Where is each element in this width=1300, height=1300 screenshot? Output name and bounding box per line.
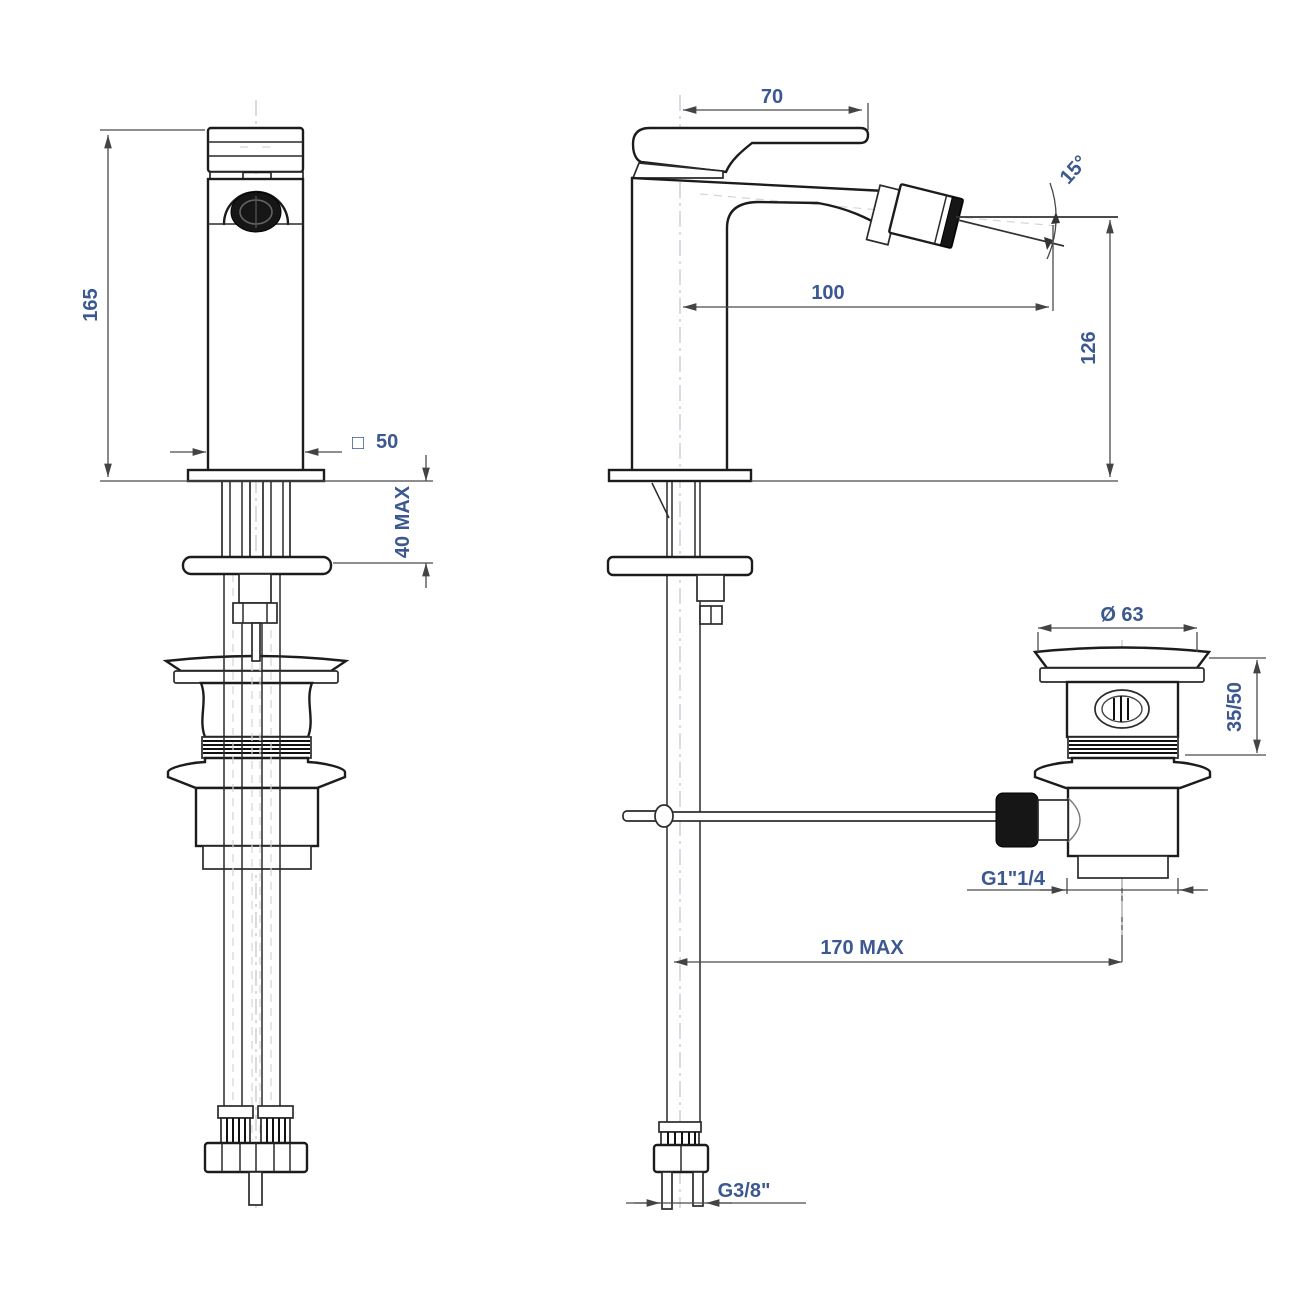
popup-knob — [995, 792, 1039, 848]
dim-spout-reach-label: 100 — [811, 282, 844, 304]
front-faucet-body — [186, 126, 326, 483]
spout-axis-centerline — [699, 193, 1059, 227]
front-supply-pipes — [223, 557, 281, 1140]
front-mounting-hardware — [181, 480, 333, 662]
side-dimensions: 70 15° 100 126 170 MAX G3/8" — [626, 86, 1123, 1207]
dim-height-label: 165 — [80, 288, 102, 321]
thread-waste-label: G1"1/4 — [981, 868, 1046, 890]
front-base-flange — [186, 468, 326, 483]
side-hose-end — [652, 1121, 710, 1210]
drain-detail: Ø 63 35/50 G1"1/4 — [967, 604, 1266, 935]
front-handle — [206, 126, 305, 174]
drain-cap — [1032, 646, 1212, 670]
square-symbol: □ — [352, 432, 364, 454]
side-view: 70 15° 100 126 170 MAX G3/8" — [606, 86, 1123, 1210]
side-handle — [631, 126, 870, 174]
dim-spout-height-label: 126 — [1078, 331, 1100, 364]
dim-deck-max-label: 40 MAX — [392, 485, 414, 558]
side-faucet-body — [607, 126, 1059, 483]
drain-dimensions: Ø 63 35/50 G1"1/4 — [967, 604, 1266, 894]
dim-square-size-label: 50 — [376, 431, 398, 453]
dim-deck-range-label: 35/50 — [1224, 682, 1246, 732]
side-mounting-plate — [606, 555, 754, 577]
dim-spout-angle-label: 15° — [1056, 151, 1093, 188]
side-popup-rod — [622, 804, 1000, 828]
dim-rod-reach-label: 170 MAX — [820, 937, 904, 959]
thread-supply-label: G3/8" — [718, 1180, 771, 1202]
front-mounting-plate — [181, 555, 333, 576]
drain-body — [995, 646, 1212, 879]
side-aerator-icon — [939, 196, 964, 249]
front-hose-ends — [203, 1105, 309, 1206]
front-dimensions: 165 □ 50 40 MAX — [80, 129, 433, 588]
front-view: 165 □ 50 40 MAX — [80, 100, 433, 1208]
dim-handle-reach-label: 70 — [761, 86, 783, 108]
front-popup-waste — [162, 654, 350, 870]
side-base-flange — [607, 468, 753, 483]
dim-flange-diameter-label: Ø 63 — [1100, 604, 1143, 626]
side-supply-pipe — [651, 481, 701, 1122]
spout-tip — [888, 183, 964, 249]
front-popup-rod — [251, 622, 261, 662]
